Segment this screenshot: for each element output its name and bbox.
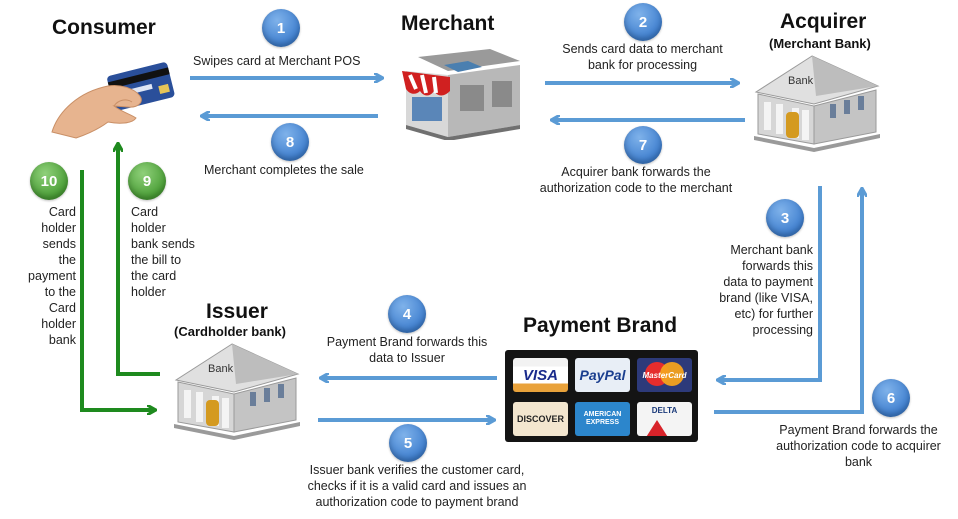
amex-label-2: EXPRESS xyxy=(585,419,620,426)
issuer-subtitle: (Cardholder bank) xyxy=(174,324,286,339)
payment-brand-title: Payment Brand xyxy=(523,314,678,337)
paypal-card: PayPal xyxy=(575,358,630,392)
hand-card-icon xyxy=(51,62,175,139)
amex-card: AMERICAN EXPRESS xyxy=(575,402,630,436)
delta-card: DELTA xyxy=(637,402,692,436)
issuer-title: Issuer xyxy=(206,300,268,323)
arrow-step-6 xyxy=(714,190,862,414)
merchant-title: Merchant xyxy=(401,12,495,35)
step-text-1: Swipes card at Merchant POS xyxy=(193,54,361,68)
step-badge-5: 5 xyxy=(389,424,427,462)
mastercard-card: MasterCard xyxy=(637,358,692,392)
mastercard-label: MasterCard xyxy=(642,370,687,380)
step-badge-4: 4 xyxy=(388,295,426,333)
step-text-2: Sends card data to merchant bank for pro… xyxy=(562,42,723,72)
acquirer-title: Acquirer xyxy=(780,10,867,33)
step-text-4: Payment Brand forwards this data to Issu… xyxy=(326,335,488,365)
issuer-bank-sign: Bank xyxy=(208,363,234,375)
arrow-step-10 xyxy=(80,170,154,410)
step-text-7: Acquirer bank forwards the authorization… xyxy=(539,165,733,195)
consumer-title: Consumer xyxy=(52,16,156,39)
payment-cards-panel: VISA PayPal MasterCard DISCOVER AMERICAN… xyxy=(505,350,698,442)
step-text-5: Issuer bank verifies the customer card, … xyxy=(307,463,527,509)
step-text-9: Card holder bank sends the bill to the c… xyxy=(131,205,195,299)
step-text-6: Payment Brand forwards the authorization… xyxy=(776,423,941,469)
step-badge-7: 7 xyxy=(624,126,662,164)
issuer-bank-icon: Bank xyxy=(174,343,300,440)
step-text-3: Merchant bank forwards this data to paym… xyxy=(719,243,813,337)
store-icon xyxy=(402,49,520,140)
step-badge-8: 8 xyxy=(271,123,309,161)
discover-card: DISCOVER xyxy=(513,402,568,436)
step-badge-6: 6 xyxy=(872,379,910,417)
arrow-step-9 xyxy=(118,145,160,376)
acquirer-bank-icon: Bank xyxy=(754,55,880,152)
acquirer-subtitle: (Merchant Bank) xyxy=(769,36,871,51)
step-badge-3: 3 xyxy=(766,199,804,237)
amex-label-1: AMERICAN xyxy=(583,411,622,418)
step-badge-1: 1 xyxy=(262,9,300,47)
arrow-step-3 xyxy=(719,186,822,380)
step-text-8: Merchant completes the sale xyxy=(204,163,364,177)
acquirer-bank-sign: Bank xyxy=(788,75,814,87)
delta-label: DELTA xyxy=(651,406,678,415)
visa-card: VISA xyxy=(513,358,568,392)
step-text-10: Card holder sends the payment to the Car… xyxy=(28,205,76,347)
step-badge-2: 2 xyxy=(624,3,662,41)
step-badge-10: 10 xyxy=(30,162,68,200)
step-badge-9: 9 xyxy=(128,162,166,200)
